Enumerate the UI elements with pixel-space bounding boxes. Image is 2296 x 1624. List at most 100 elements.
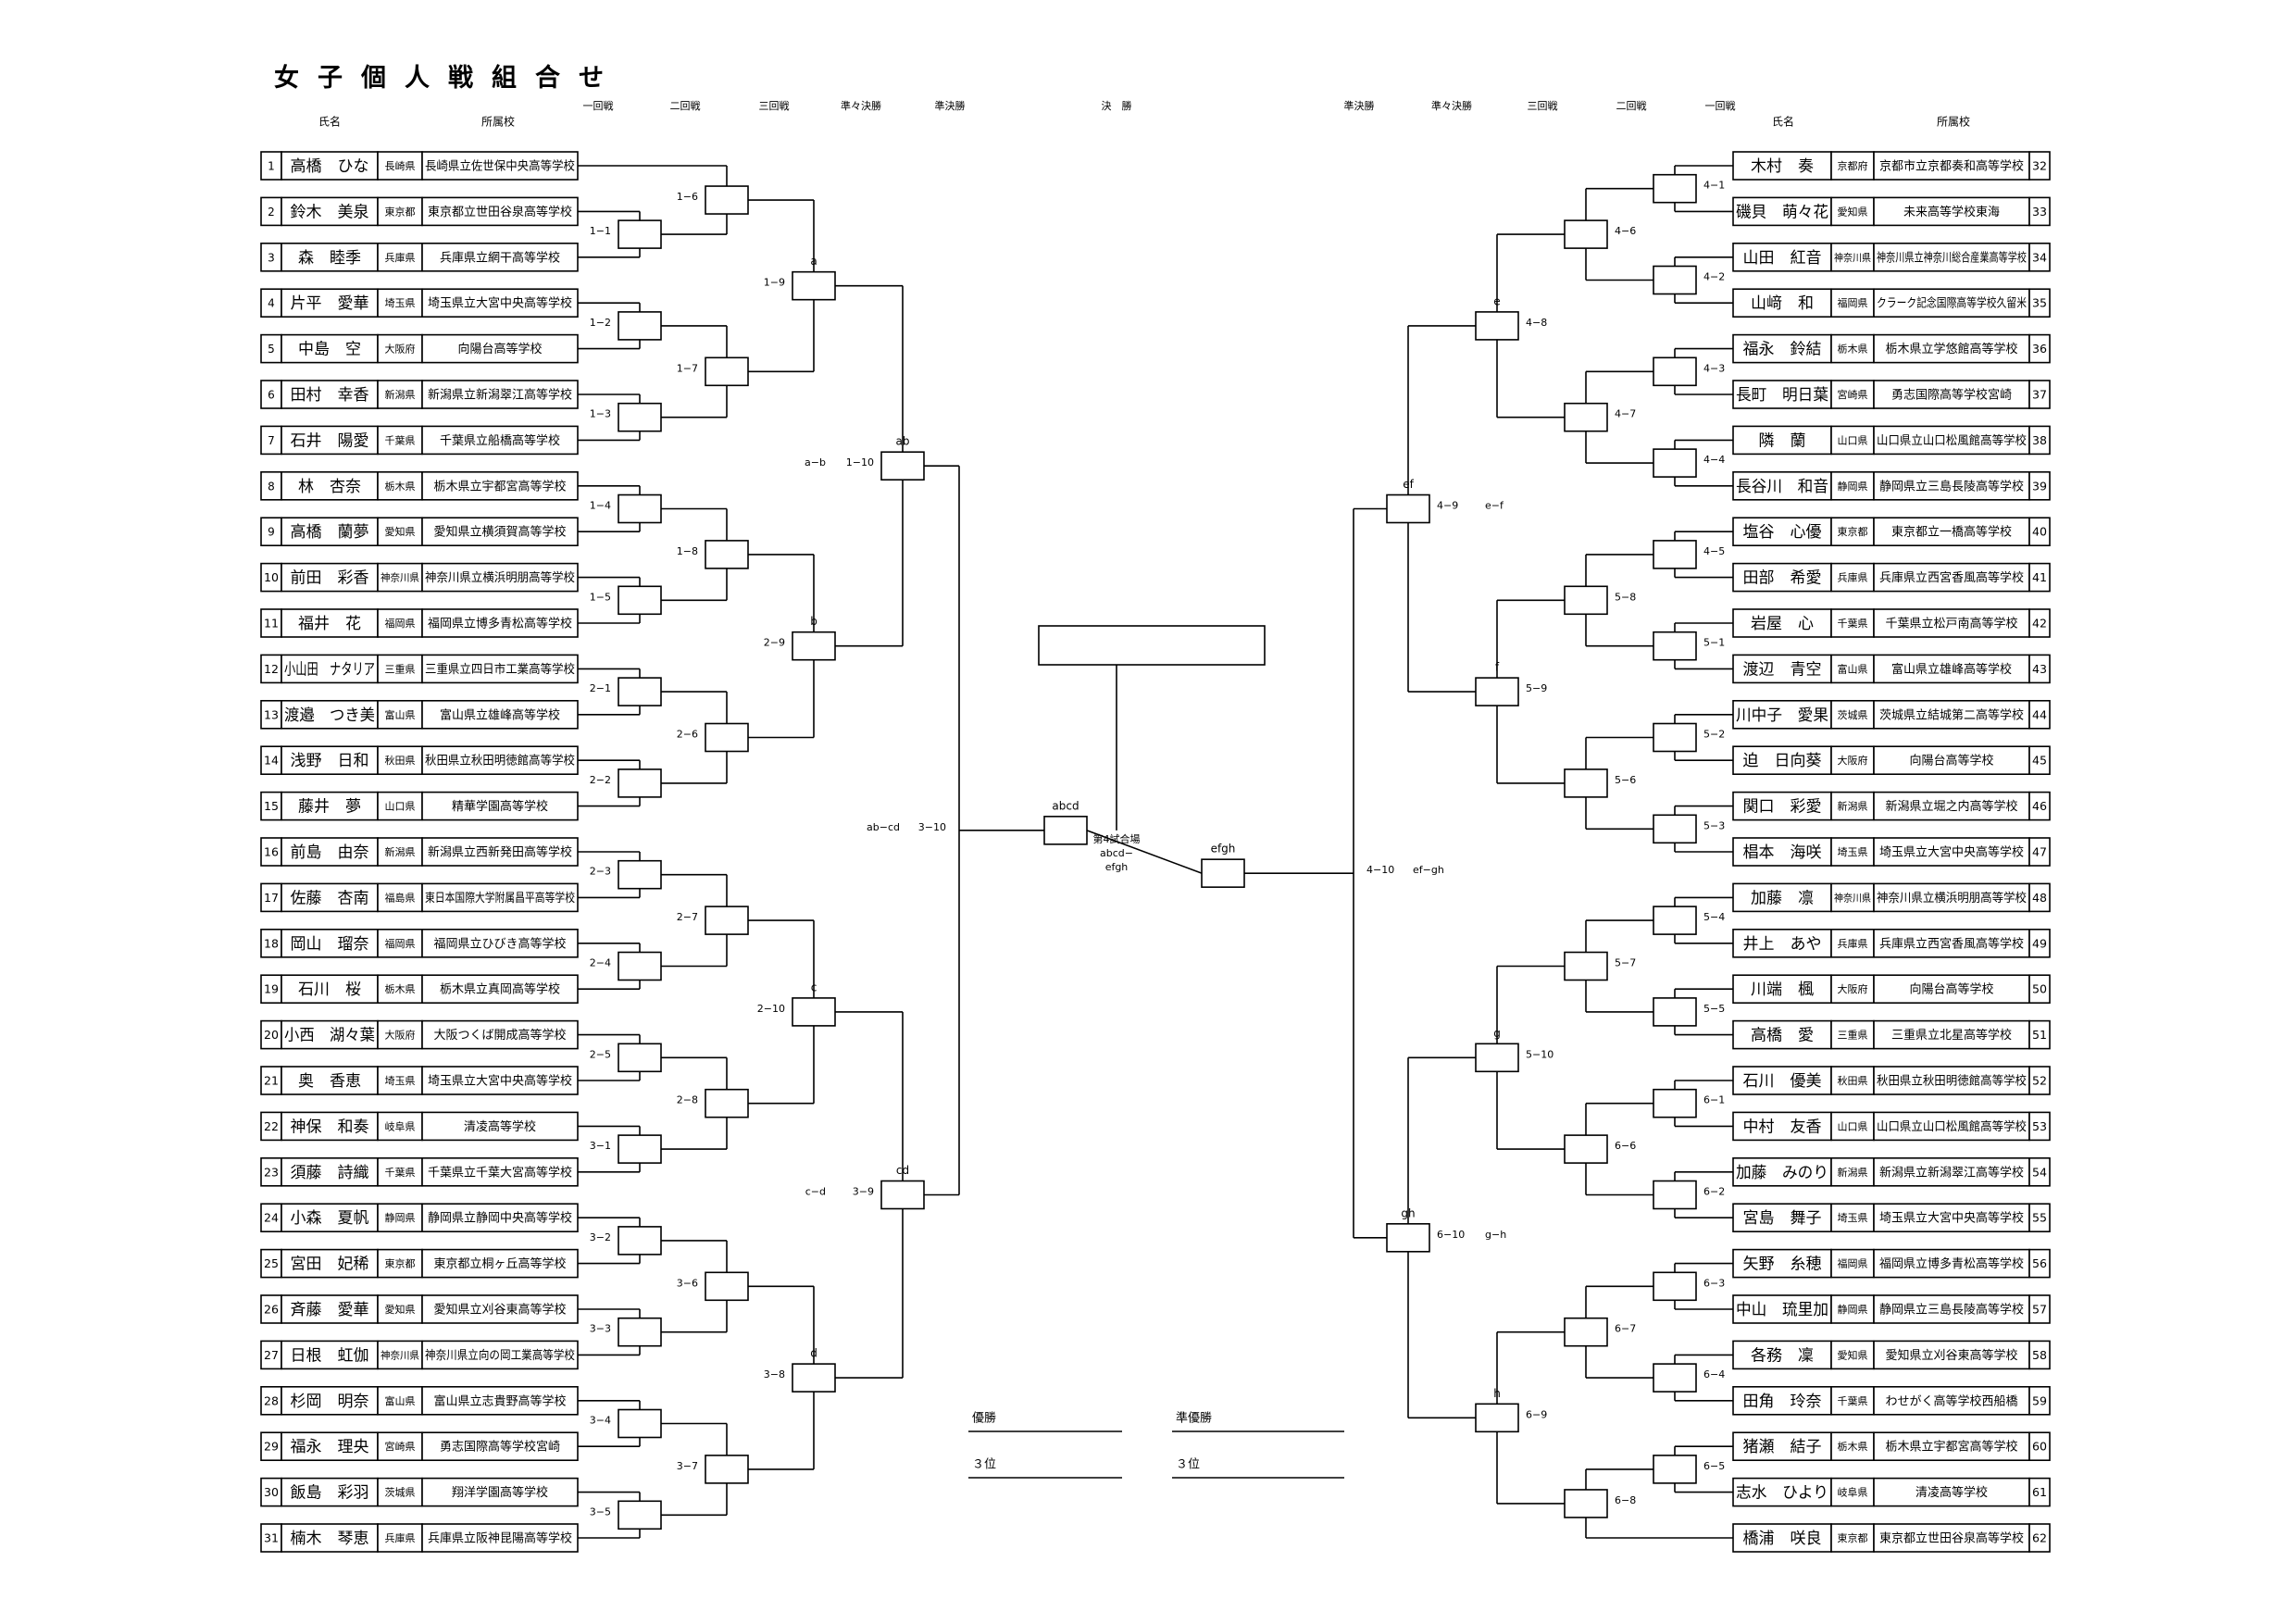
player-cell-name bbox=[1732, 196, 1832, 227]
player-cell-no bbox=[2028, 1523, 2051, 1553]
match-pair: ab−cd bbox=[867, 821, 900, 833]
player-no: 51 bbox=[2032, 1029, 2047, 1042]
score-box bbox=[792, 1363, 836, 1393]
player-pref: 静岡県 bbox=[385, 1211, 416, 1224]
player-cell-school bbox=[421, 882, 579, 913]
header-name: 氏名 bbox=[318, 115, 341, 129]
player-name: 高橋 蘭夢 bbox=[291, 523, 369, 542]
player-no: 33 bbox=[2032, 206, 2047, 219]
bracket-winner-label: e bbox=[1493, 294, 1500, 307]
score-box bbox=[618, 1317, 662, 1347]
match-number: 1−4 bbox=[590, 500, 611, 512]
player-pref: 山口県 bbox=[1838, 1120, 1868, 1132]
player-cell-school bbox=[1873, 242, 2030, 272]
player-cell-pref bbox=[1830, 1203, 1875, 1232]
player-pref: 栃木県 bbox=[1838, 343, 1868, 356]
match-number: 3−3 bbox=[590, 1323, 611, 1335]
player-cell-school bbox=[1873, 882, 2030, 913]
player-pref: 埼玉県 bbox=[385, 296, 416, 309]
player-cell-no bbox=[2028, 1477, 2051, 1507]
score-box bbox=[880, 451, 925, 481]
player-pref: 宮崎県 bbox=[1838, 388, 1868, 401]
match-number: 3−10 bbox=[918, 821, 946, 833]
player-pref: 福岡県 bbox=[1838, 296, 1868, 309]
player-cell-pref bbox=[377, 1248, 423, 1279]
player-no: 5 bbox=[268, 343, 275, 356]
final-note: 第4試合場 bbox=[1093, 832, 1141, 845]
player-cell-school bbox=[421, 1294, 579, 1324]
header-name: 氏名 bbox=[1772, 115, 1794, 129]
player-cell-no bbox=[2028, 1157, 2051, 1187]
player-school: 千葉県立千葉大宮高等学校 bbox=[428, 1165, 572, 1180]
player-name: 須藤 詩織 bbox=[291, 1164, 369, 1182]
player-name: 宮島 舞子 bbox=[1743, 1209, 1822, 1228]
match-number: 1−1 bbox=[590, 225, 611, 237]
player-cell-school bbox=[421, 242, 579, 272]
player-no: 60 bbox=[2032, 1441, 2047, 1454]
player-name: 楠木 琴恵 bbox=[291, 1530, 369, 1548]
player-no: 11 bbox=[264, 618, 279, 631]
player-name: 椙本 海咲 bbox=[1743, 843, 1822, 862]
player-school: 京都市立京都奏和高等学校 bbox=[1879, 159, 2024, 174]
player-school: 富山県立雄峰高等学校 bbox=[440, 707, 560, 722]
player-name: 関口 彩愛 bbox=[1743, 798, 1822, 817]
player-cell-no bbox=[2028, 151, 2051, 181]
player-name: 佐藤 杏南 bbox=[291, 889, 369, 907]
final-note: abcd− bbox=[1100, 847, 1133, 859]
player-cell-school bbox=[1873, 1340, 2030, 1370]
player-cell-no bbox=[2028, 1386, 2051, 1416]
player-pref: 茨城県 bbox=[1838, 708, 1868, 721]
score-box bbox=[705, 356, 749, 387]
player-name: 川端 楓 bbox=[1751, 981, 1814, 999]
score-box bbox=[1653, 173, 1697, 204]
result-third-label: ３位 bbox=[972, 1458, 996, 1472]
player-cell-pref bbox=[1830, 242, 1875, 272]
result-winner-label: 優勝 bbox=[972, 1412, 996, 1426]
player-name: 林 杏奈 bbox=[298, 478, 361, 496]
match-number: 4−1 bbox=[1703, 180, 1725, 192]
bracket-winner-label: abcd bbox=[1052, 799, 1079, 812]
player-cell-name bbox=[281, 1340, 379, 1370]
match-number: 2−7 bbox=[677, 911, 698, 923]
player-school: 東京都立世田谷泉高等学校 bbox=[1879, 1531, 2024, 1546]
player-no: 40 bbox=[2032, 526, 2047, 539]
player-name: 日根 虹伽 bbox=[291, 1346, 369, 1365]
player-school: 愛知県立刈谷東高等学校 bbox=[433, 1303, 566, 1318]
player-school: 精華学園高等学校 bbox=[452, 799, 548, 814]
player-school: 山口県立山口松風館高等学校 bbox=[1877, 433, 2027, 448]
player-cell-no bbox=[2028, 654, 2051, 684]
player-school: 勇志国際高等学校宮崎 bbox=[440, 1440, 560, 1455]
player-school: 新潟県立新潟翠江高等学校 bbox=[1879, 1165, 2024, 1180]
player-no: 2 bbox=[268, 206, 275, 219]
player-cell-pref bbox=[377, 380, 423, 409]
player-cell-school bbox=[1873, 791, 2030, 821]
player-cell-no bbox=[2028, 288, 2051, 319]
player-cell-pref bbox=[1830, 1019, 1875, 1050]
player-pref: 茨城県 bbox=[385, 1486, 416, 1499]
player-cell-school bbox=[1873, 837, 2030, 867]
player-school: 千葉県立松戸南高等学校 bbox=[1885, 617, 2017, 631]
player-cell-no bbox=[2028, 1340, 2051, 1370]
match-number: 4−10 bbox=[1366, 864, 1394, 876]
score-box bbox=[1475, 1403, 1519, 1433]
player-cell-no bbox=[2028, 745, 2051, 776]
player-name: 矢野 糸穂 bbox=[1743, 1255, 1822, 1274]
player-cell-school bbox=[421, 1066, 579, 1095]
player-school: 埼玉県立大宮中央高等学校 bbox=[428, 296, 572, 311]
match-number: 4−6 bbox=[1615, 225, 1636, 237]
player-cell-name bbox=[281, 1523, 379, 1553]
player-cell-no bbox=[2028, 333, 2051, 364]
player-school: 向陽台高等学校 bbox=[457, 342, 542, 356]
player-school: 静岡県立静岡中央高等学校 bbox=[428, 1211, 572, 1226]
player-name: 岩屋 心 bbox=[1751, 615, 1814, 633]
player-no: 44 bbox=[2032, 708, 2047, 721]
player-pref: 山口県 bbox=[385, 801, 416, 813]
player-school: 兵庫県立西宮香風高等学校 bbox=[1879, 570, 2024, 585]
score-box bbox=[792, 631, 836, 661]
player-name: 神保 和奏 bbox=[291, 1118, 369, 1136]
player-pref: 富山県 bbox=[385, 708, 416, 721]
player-cell-school bbox=[421, 928, 579, 958]
match-number: 3−6 bbox=[677, 1277, 698, 1289]
player-school: 東京都立一橋高等学校 bbox=[1891, 525, 2012, 540]
